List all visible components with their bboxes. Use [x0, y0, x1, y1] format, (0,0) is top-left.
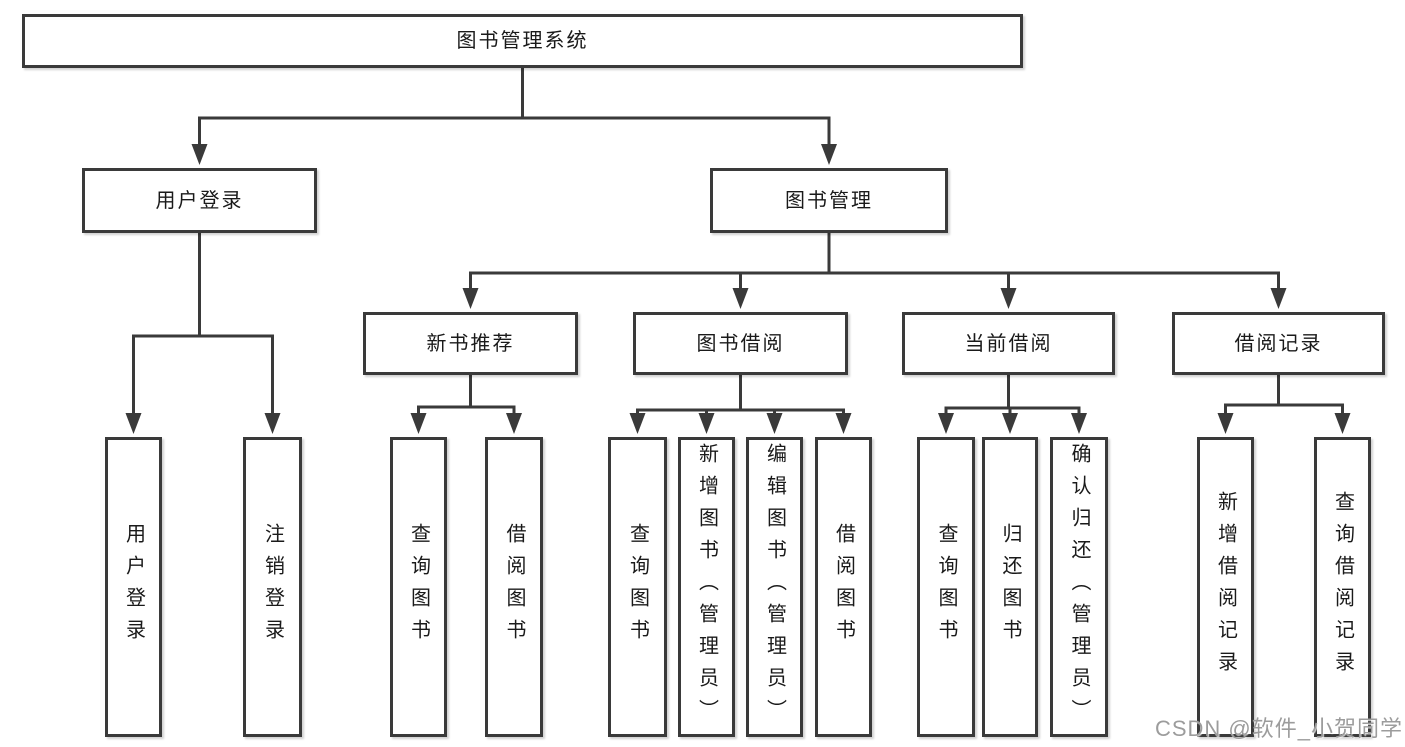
- node-label-borrow-records: 借阅记录: [1234, 332, 1323, 355]
- arrowheads-book-mgmt: [462, 288, 1287, 309]
- connector-new-book-rec: [417, 373, 516, 423]
- node-book-mgmt: 图书管理: [710, 168, 948, 233]
- node-bb-edit-books: 编辑图书（管理员）: [746, 437, 803, 737]
- node-label-new-book-rec: 新书推荐: [426, 332, 515, 355]
- connector-book-borrow: [636, 373, 845, 423]
- arrowheads-book-borrow: [629, 413, 852, 434]
- node-cb-confirm-return: 确认归还（管理员）: [1050, 437, 1108, 737]
- node-label-cb-confirm-return: 确认归还（管理员）: [1068, 443, 1090, 731]
- node-label-br-add-record: 新增借阅记录: [1214, 491, 1237, 683]
- node-rec-query-books: 查询图书: [390, 437, 447, 737]
- node-label-bb-borrow-books: 借阅图书: [832, 523, 855, 651]
- node-cb-query-books: 查询图书: [917, 437, 975, 737]
- arrowheads-user-login-group: [125, 413, 281, 434]
- node-label-br-query-record: 查询借阅记录: [1331, 491, 1354, 683]
- node-rec-borrow-books: 借阅图书: [485, 437, 543, 737]
- node-bb-add-books: 新增图书（管理员）: [678, 437, 735, 737]
- node-label-book-borrow: 图书借阅: [696, 332, 785, 355]
- node-borrow-records: 借阅记录: [1172, 312, 1385, 375]
- node-new-book-rec: 新书推荐: [363, 312, 578, 375]
- node-label-bb-query-books: 查询图书: [626, 523, 649, 651]
- node-label-user-login: 用户登录: [122, 523, 145, 651]
- node-cb-return-books: 归还图书: [982, 437, 1038, 737]
- node-label-current-borrow: 当前借阅: [964, 332, 1053, 355]
- node-label-user-logout: 注销登录: [261, 523, 284, 651]
- connector-root: [198, 66, 831, 154]
- node-label-root: 图书管理系统: [456, 30, 589, 52]
- node-bb-query-books: 查询图书: [608, 437, 667, 737]
- node-label-user-login-group: 用户登录: [155, 189, 244, 212]
- connector-user-login-group: [132, 231, 274, 423]
- connector-book-mgmt: [469, 231, 1280, 298]
- node-current-borrow: 当前借阅: [902, 312, 1115, 375]
- node-label-cb-return-books: 归还图书: [999, 523, 1021, 651]
- arrowheads-root: [191, 144, 837, 165]
- node-user-login-group: 用户登录: [82, 168, 317, 233]
- node-root: 图书管理系统: [22, 14, 1023, 68]
- node-br-query-record: 查询借阅记录: [1314, 437, 1371, 737]
- node-label-rec-borrow-books: 借阅图书: [503, 523, 525, 651]
- arrowheads-borrow-records: [1217, 413, 1351, 434]
- node-label-bb-add-books: 新增图书（管理员）: [695, 443, 718, 731]
- connector-borrow-records: [1224, 373, 1344, 423]
- arrowheads-current-borrow: [938, 413, 1087, 434]
- node-label-rec-query-books: 查询图书: [407, 523, 430, 651]
- node-br-add-record: 新增借阅记录: [1197, 437, 1254, 737]
- node-user-login: 用户登录: [105, 437, 162, 737]
- node-user-logout: 注销登录: [243, 437, 302, 737]
- arrowheads-new-book-rec: [410, 413, 522, 434]
- node-label-book-mgmt: 图书管理: [785, 189, 873, 212]
- node-bb-borrow-books: 借阅图书: [815, 437, 872, 737]
- node-label-bb-edit-books: 编辑图书（管理员）: [763, 443, 786, 731]
- node-label-cb-query-books: 查询图书: [935, 523, 957, 651]
- node-book-borrow: 图书借阅: [633, 312, 848, 375]
